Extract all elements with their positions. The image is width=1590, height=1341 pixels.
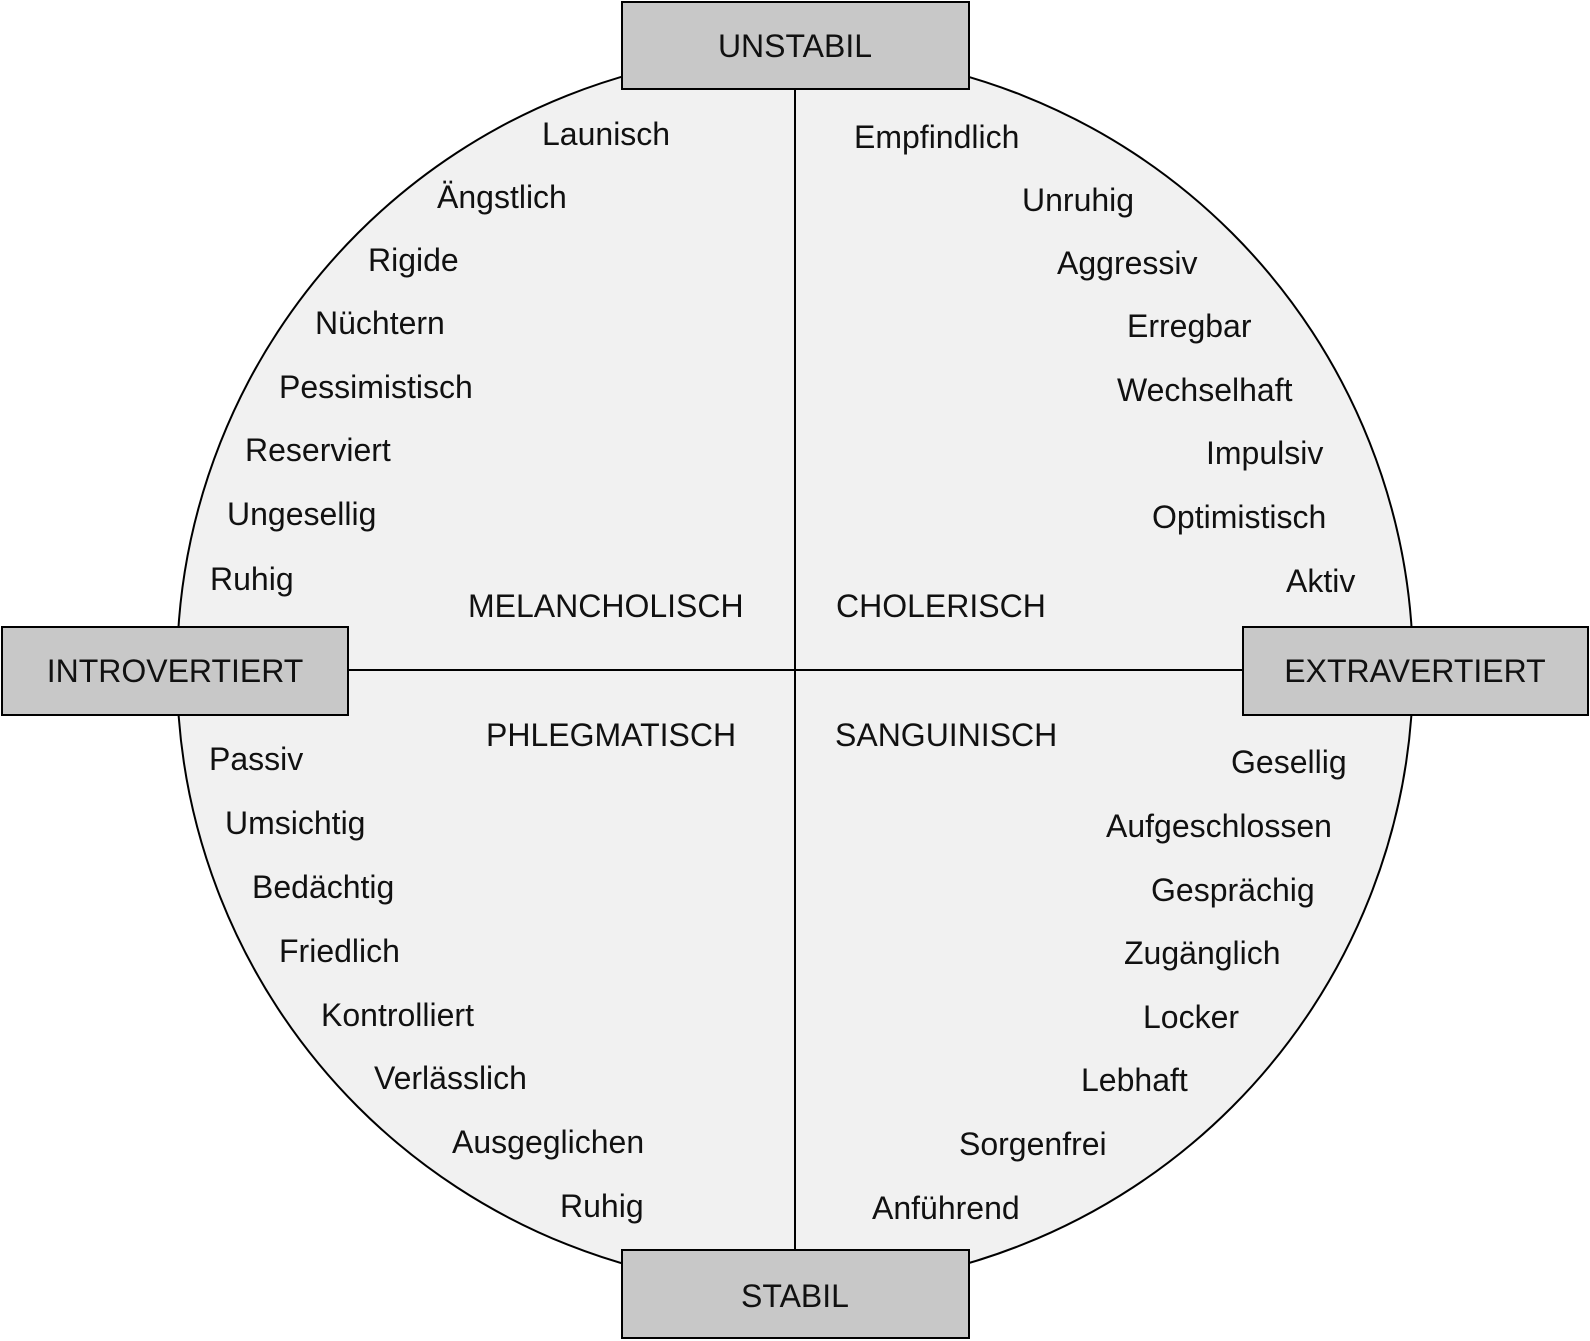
axis-box-left: INTROVERTIERT: [1, 626, 349, 716]
quadrant-label-melancholisch: MELANCHOLISCH: [468, 588, 744, 624]
sanguinisch-words: Gesellig Aufgeschlossen Gesprächig Zugän…: [872, 744, 1347, 1226]
trait-word: Bedächtig: [252, 869, 394, 905]
quadrant-label-cholerisch: CHOLERISCH: [836, 588, 1046, 624]
axis-box-right: EXTRAVERTIERT: [1242, 626, 1589, 716]
trait-word: Anführend: [872, 1190, 1020, 1226]
trait-word: Unruhig: [1022, 182, 1134, 218]
trait-word: Aktiv: [1286, 563, 1355, 599]
quadrant-label-sanguinisch: SANGUINISCH: [835, 717, 1057, 753]
trait-word: Gesellig: [1231, 744, 1347, 780]
trait-word: Zugänglich: [1124, 935, 1281, 971]
melancholisch-words: Launisch Ängstlich Rigide Nüchtern Pessi…: [210, 116, 670, 597]
axis-label-extravertiert: EXTRAVERTIERT: [1284, 653, 1545, 689]
trait-word: Passiv: [209, 741, 303, 777]
trait-word: Launisch: [542, 116, 670, 152]
trait-word: Aufgeschlossen: [1106, 808, 1332, 844]
trait-word: Lebhaft: [1081, 1062, 1188, 1098]
trait-word: Erregbar: [1127, 308, 1252, 344]
trait-word: Ruhig: [560, 1188, 644, 1224]
trait-word: Umsichtig: [225, 805, 365, 841]
trait-word: Reserviert: [245, 432, 391, 468]
trait-word: Sorgenfrei: [959, 1126, 1107, 1162]
phlegmatisch-words: Passiv Umsichtig Bedächtig Friedlich Kon…: [209, 741, 644, 1224]
trait-word: Ängstlich: [437, 179, 567, 215]
trait-word: Ruhig: [210, 561, 294, 597]
trait-word: Ausgeglichen: [452, 1124, 644, 1160]
axis-label-introvertiert: INTROVERTIERT: [47, 653, 304, 689]
trait-word: Ungesellig: [227, 496, 376, 532]
trait-word: Optimistisch: [1152, 499, 1326, 535]
quadrant-label-phlegmatisch: PHLEGMATISCH: [486, 717, 736, 753]
trait-word: Locker: [1143, 999, 1239, 1035]
trait-word: Kontrolliert: [321, 997, 474, 1033]
trait-word: Wechselhaft: [1117, 372, 1293, 408]
trait-word: Gesprächig: [1151, 872, 1315, 908]
axis-label-unstabil: UNSTABIL: [718, 28, 872, 64]
trait-word: Nüchtern: [315, 305, 445, 341]
trait-word: Empfindlich: [854, 119, 1019, 155]
trait-word: Impulsiv: [1206, 435, 1323, 471]
trait-word: Rigide: [368, 242, 459, 278]
axis-box-bottom: STABIL: [621, 1249, 970, 1339]
axis-label-stabil: STABIL: [741, 1278, 849, 1314]
axis-box-top: UNSTABIL: [621, 1, 970, 90]
cholerisch-words: Empfindlich Unruhig Aggressiv Erregbar W…: [854, 119, 1355, 599]
trait-word: Aggressiv: [1057, 245, 1198, 281]
trait-word: Verlässlich: [374, 1060, 527, 1096]
trait-word: Pessimistisch: [279, 369, 473, 405]
trait-word: Friedlich: [279, 933, 400, 969]
